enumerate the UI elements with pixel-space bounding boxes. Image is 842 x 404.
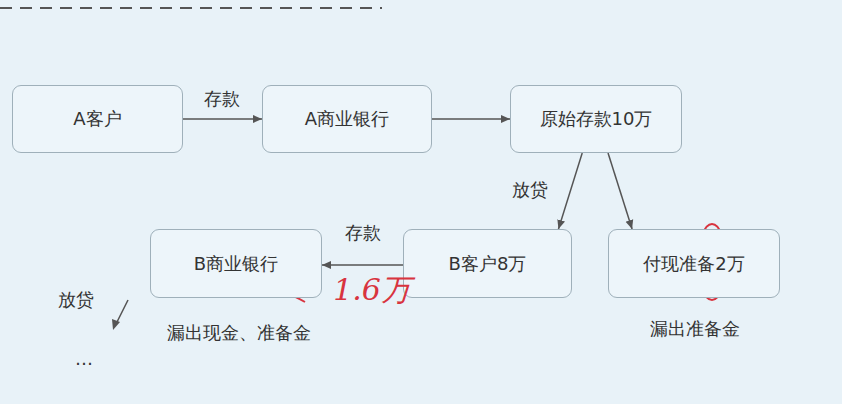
process-box: B商业银行 xyxy=(150,229,322,298)
loan-label: 放贷 xyxy=(56,288,96,312)
flow-arrow xyxy=(183,118,262,120)
dashed-rule xyxy=(0,7,382,9)
flow-arrow xyxy=(432,118,510,120)
flow-arrow xyxy=(608,153,632,229)
loan-arrow xyxy=(116,300,128,324)
box-text: A商业银行 xyxy=(305,107,389,131)
process-box: 付现准备2万 xyxy=(608,229,780,298)
box-text: 付现准备2万 xyxy=(643,252,744,276)
process-box: B客户8万 xyxy=(403,229,572,298)
edge-label: 存款 xyxy=(343,221,383,245)
leak-label: 漏出现金、准备金 xyxy=(165,321,313,345)
box-text: 原始存款10万 xyxy=(540,107,653,131)
process-box: 原始存款10万 xyxy=(510,85,682,153)
box-text: B客户8万 xyxy=(449,252,527,276)
edge-label: 存款 xyxy=(202,87,242,111)
process-box: A客户 xyxy=(12,85,183,153)
edge-label: 放贷 xyxy=(510,178,550,202)
process-box: A商业银行 xyxy=(262,85,432,153)
flow-arrow xyxy=(558,153,582,229)
arrow-head xyxy=(112,319,120,330)
leak-label: 漏出准备金 xyxy=(648,317,742,341)
handwritten-note: 1.6万 xyxy=(331,270,413,311)
box-text: B商业银行 xyxy=(194,252,278,276)
ellipsis: … xyxy=(73,348,95,369)
flow-arrow xyxy=(322,264,403,266)
box-text: A客户 xyxy=(73,107,121,131)
